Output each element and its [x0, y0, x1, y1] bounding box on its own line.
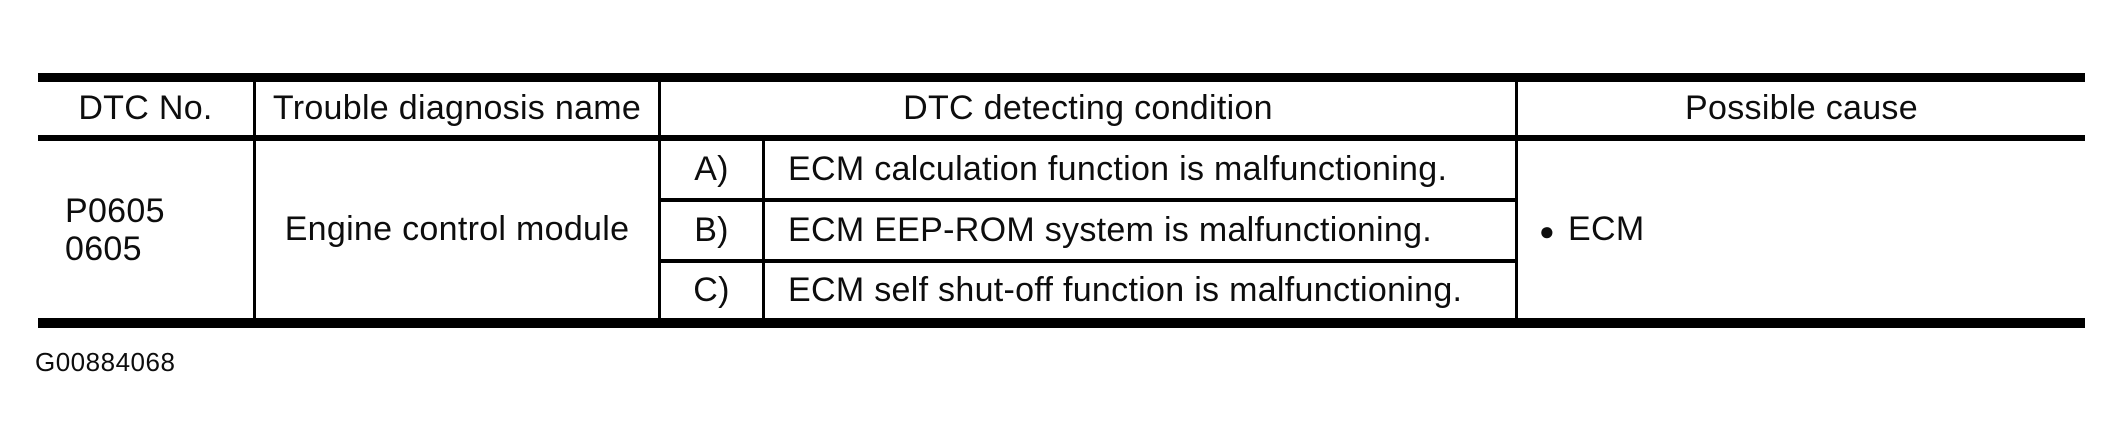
condition-text-c: ECM self shut-off function is malfunctio… — [762, 259, 1515, 318]
table-header-row: DTC No. Trouble diagnosis name DTC detec… — [38, 82, 2085, 135]
possible-cause-item: ECM — [1568, 210, 1645, 248]
table-top-rule — [38, 73, 2085, 82]
header-dtc-no: DTC No. — [78, 89, 213, 127]
table-bottom-rule — [38, 318, 2085, 328]
header-possible-cause: Possible cause — [1515, 82, 2085, 135]
dtc-number-mil: 0605 — [65, 229, 142, 268]
cell-possible-cause: ● ECM — [1515, 141, 2085, 318]
condition-letter-b: B) — [658, 198, 762, 259]
header-dtc-detecting-condition: DTC detecting condition — [658, 82, 1515, 135]
condition-text-a: ECM calculation function is malfunctioni… — [762, 141, 1515, 198]
figure-code: G00884068 — [35, 347, 176, 377]
condition-text-b: ECM EEP-ROM system is malfunctioning. — [762, 198, 1515, 259]
cell-trouble-diagnosis-name: Engine control module — [253, 141, 658, 318]
table-body: P0605 0605 Engine control module A) ECM … — [38, 141, 2085, 318]
header-trouble-diagnosis-name: Trouble diagnosis name — [253, 82, 658, 135]
bullet-icon: ● — [1539, 215, 1556, 246]
header-bottom-rule — [38, 135, 2085, 141]
cell-dtc-number: P0605 0605 — [38, 141, 253, 318]
condition-letter-a: A) — [658, 141, 762, 198]
condition-letter-c: C) — [658, 259, 762, 318]
dtc-number-obd: P0605 — [65, 191, 165, 230]
dtc-table: DTC No. Trouble diagnosis name DTC detec… — [38, 73, 2085, 328]
